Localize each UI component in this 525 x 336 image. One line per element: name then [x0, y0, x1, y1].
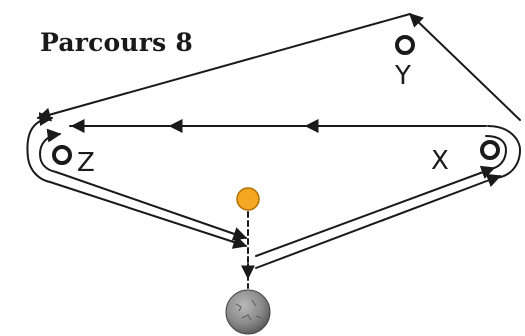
- path-lower-right-inner: [255, 165, 496, 257]
- start-marker-icon: [225, 289, 271, 335]
- path-lower-right-outer: [255, 173, 502, 269]
- cone-x-icon: [480, 140, 500, 160]
- path-left-loop-outer: [26, 112, 54, 183]
- cone-y-icon: [395, 35, 415, 55]
- path-top-leg: [36, 13, 411, 122]
- path-right-leg: [408, 13, 521, 121]
- cone-z-icon: [52, 145, 72, 165]
- path-lower-left-outer: [49, 181, 248, 249]
- marker-label-z: Z: [77, 148, 95, 178]
- path-right-loop: [487, 125, 521, 179]
- diagram-title: Parcours 8: [40, 28, 193, 57]
- marker-label-x: X: [431, 146, 449, 176]
- ball-icon: [236, 187, 260, 211]
- path-left-loop-inner: [39, 128, 62, 173]
- path-right-loop-inner: [485, 135, 507, 169]
- marker-label-y: Y: [395, 61, 411, 91]
- path-lower-left-inner: [55, 171, 248, 241]
